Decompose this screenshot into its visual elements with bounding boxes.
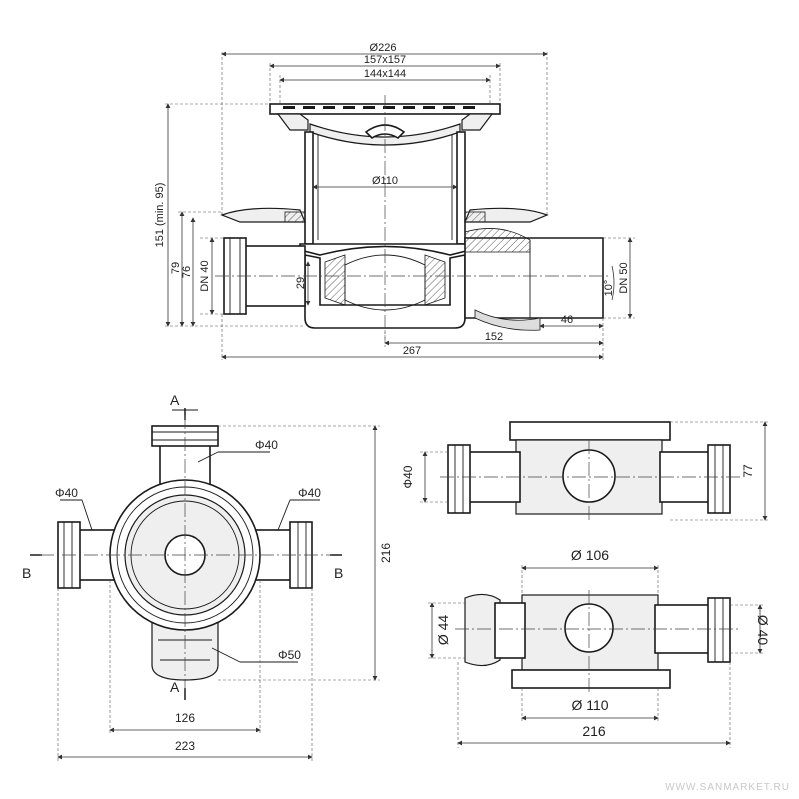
section-a-top: A: [170, 392, 180, 408]
dim-d40-side2: Ø 40: [755, 615, 771, 646]
dim-d40-side1: Φ40: [401, 465, 415, 488]
dim-152: 152: [485, 331, 503, 343]
side-view-1: Φ40 77: [401, 421, 770, 521]
dim-dn40: DN 40: [199, 260, 211, 291]
dim-29: 29: [295, 277, 307, 289]
side-view-2: Ø 106 Ø 44 Ø 40 Ø 110 216: [428, 547, 771, 748]
label-d40-top: Φ40: [255, 438, 278, 452]
dim-106: Ø 106: [571, 547, 609, 563]
dim-144: 144x144: [364, 68, 406, 80]
dim-110-side: Ø 110: [571, 697, 608, 713]
watermark: WWW.SANMARKET.RU: [665, 782, 790, 793]
label-d40-right: Φ40: [298, 486, 321, 500]
plan-view: A A B B Φ40: [22, 392, 393, 762]
label-d50: Φ50: [278, 648, 301, 662]
dim-46: 46: [561, 314, 573, 326]
dim-dn50: DN 50: [618, 262, 630, 293]
dim-79: 79: [170, 262, 182, 274]
section-b-right: B: [334, 565, 343, 581]
dim-226: Ø226: [370, 42, 397, 54]
dim-216-plan: 216: [379, 543, 393, 563]
dim-216-side: 216: [582, 723, 606, 739]
dim-angle: 10°: [603, 280, 615, 297]
dim-77: 77: [741, 464, 755, 478]
dim-151: 151 (min. 95): [154, 183, 166, 248]
label-d40-left: Φ40: [55, 486, 78, 500]
section-b-left: B: [22, 565, 31, 581]
dim-157: 157x157: [364, 54, 406, 66]
dim-76: 76: [181, 266, 193, 278]
dim-d44: Ø 44: [435, 615, 451, 646]
section-view: Ø226 157x157 144x144: [154, 42, 635, 360]
dim-223: 223: [175, 739, 195, 753]
grate-slots: [283, 106, 475, 109]
dim-110: Ø110: [372, 175, 398, 187]
section-a-bottom: A: [170, 679, 180, 695]
dim-267: 267: [403, 345, 421, 357]
dim-126: 126: [175, 711, 195, 725]
